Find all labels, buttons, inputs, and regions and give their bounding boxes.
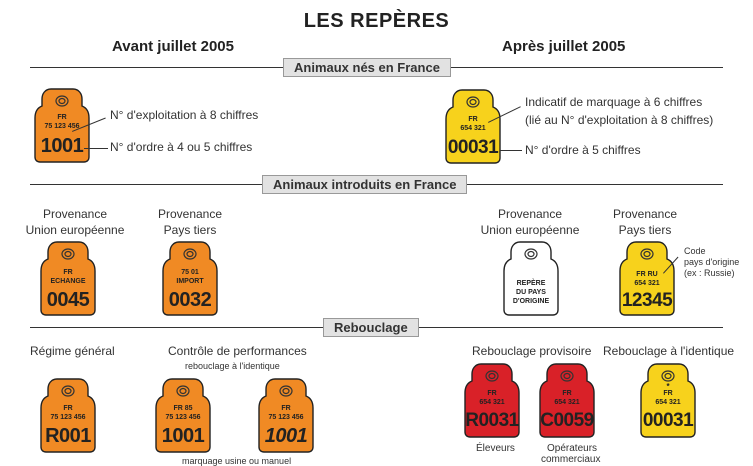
ear-tag-echange: FR ECHANGE 0045 bbox=[38, 240, 98, 318]
tag-number: 0045 bbox=[46, 289, 90, 311]
tag-line: 654 321 bbox=[479, 399, 505, 406]
label-line: Provenance bbox=[157, 207, 223, 221]
tag-number: C0059 bbox=[540, 410, 594, 431]
annotation-code: Code bbox=[684, 246, 706, 256]
label-eleveurs: Éleveurs bbox=[476, 443, 515, 454]
tag-line: 75 01 bbox=[181, 269, 199, 276]
tag-number: 00031 bbox=[447, 137, 499, 158]
tag-line: D'ORIGINE bbox=[512, 298, 550, 305]
ear-tag-right-nes: FR 654 321 00031 bbox=[443, 88, 503, 166]
tag-line: DU PAYS bbox=[516, 289, 546, 296]
page-title: LES REPÈRES bbox=[303, 10, 450, 32]
tag-line: FR 85 bbox=[173, 405, 193, 412]
label-regime: Régime général bbox=[30, 344, 115, 358]
tag-line: 654 321 bbox=[554, 399, 580, 406]
label-marquage: marquage usine ou manuel bbox=[182, 456, 292, 466]
annotation: N° d'ordre à 4 ou 5 chiffres bbox=[110, 140, 253, 154]
ear-tag-origine: REPÈRE DU PAYS D'ORIGINE bbox=[501, 240, 561, 318]
annotation: Indicatif de marquage à 6 chiffres bbox=[525, 95, 703, 109]
tag-line: 75 123 456 bbox=[268, 414, 304, 421]
annotation: N° d'exploitation à 8 chiffres bbox=[110, 108, 259, 122]
tag-line: ECHANGE bbox=[50, 278, 86, 285]
tag-line: FR bbox=[562, 390, 572, 397]
label-line: Pays tiers bbox=[618, 223, 672, 237]
tag-star: * bbox=[666, 382, 670, 391]
tag-number: 1001 bbox=[161, 425, 205, 447]
tag-line: FR bbox=[487, 390, 497, 397]
section-label-introduits: Animaux introduits en France bbox=[262, 175, 468, 194]
ear-tag-regime: FR 75 123 456 R001 bbox=[38, 377, 98, 455]
tag-line: FR bbox=[468, 116, 478, 123]
label-identique: Rebouclage à l'identique bbox=[603, 344, 735, 358]
tag-line: 654 321 bbox=[460, 125, 486, 132]
ear-tag-provisoire-operateurs: FR 654 321 C0059 bbox=[537, 362, 597, 440]
tag-line: FR bbox=[281, 405, 291, 412]
label-operateurs: Opérateurs bbox=[547, 443, 598, 454]
tag-line: FR bbox=[63, 405, 73, 412]
tag-number: 12345 bbox=[621, 290, 673, 311]
label-provisoire: Rebouclage provisoire bbox=[472, 344, 592, 358]
tag-line: 75 123 456 bbox=[50, 414, 86, 421]
tag-line: IMPORT bbox=[176, 278, 204, 285]
section-label-rebouclage: Rebouclage bbox=[323, 318, 419, 337]
tag-line: FR RU bbox=[636, 271, 658, 278]
ear-tag-identique: * FR 654 321 00031 bbox=[638, 362, 698, 440]
annotation-code: pays d'origine bbox=[684, 257, 740, 267]
tag-number: 0032 bbox=[168, 289, 212, 311]
ear-tag-controle-2: FR 75 123 456 1001 bbox=[256, 377, 316, 455]
tag-line: 75 123 456 bbox=[44, 123, 80, 130]
tag-line: 75 123 456 bbox=[165, 414, 201, 421]
tag-number: R001 bbox=[45, 425, 91, 447]
tag-line: 654 321 bbox=[655, 399, 681, 406]
ear-tag-provisoire-eleveurs: FR 654 321 R0031 bbox=[462, 362, 522, 440]
label-line: Union européenne bbox=[25, 223, 125, 237]
tag-line: FR bbox=[63, 269, 73, 276]
ear-tag-pays-tiers: FR RU 654 321 12345 bbox=[617, 240, 677, 318]
annotation: (lié au N° d'exploitation à 8 chiffres) bbox=[525, 113, 714, 127]
column-heading-after: Après juillet 2005 bbox=[502, 38, 626, 55]
label-line: Provenance bbox=[612, 207, 678, 221]
ear-tag-import: 75 01 IMPORT 0032 bbox=[160, 240, 220, 318]
section-label-nes: Animaux nés en France bbox=[283, 58, 451, 77]
leader-line bbox=[500, 150, 522, 151]
tag-line: 654 321 bbox=[634, 280, 660, 287]
label-line: Pays tiers bbox=[163, 223, 217, 237]
label-provenance-ue: Provenance Union européenne bbox=[20, 206, 130, 238]
label-operateurs: commerciaux bbox=[541, 454, 601, 465]
tag-line: REPÈRE bbox=[516, 280, 546, 287]
label-provenance-tiers-after: Provenance Pays tiers bbox=[590, 206, 700, 238]
column-heading-before: Avant juillet 2005 bbox=[112, 38, 234, 55]
label-line: Union européenne bbox=[480, 223, 580, 237]
tag-number: R0031 bbox=[465, 410, 519, 431]
label-line: Provenance bbox=[42, 207, 108, 221]
annotation-code: (ex : Russie) bbox=[684, 268, 735, 278]
label-controle-sub: rebouclage à l'identique bbox=[185, 361, 280, 371]
label-provenance-ue-after: Provenance Union européenne bbox=[475, 206, 585, 238]
tag-line: FR bbox=[57, 114, 67, 121]
tag-number: 00031 bbox=[642, 410, 694, 431]
ear-tag-controle-1: FR 85 75 123 456 1001 bbox=[153, 377, 213, 455]
leader-line bbox=[84, 148, 108, 149]
label-line: Provenance bbox=[497, 207, 563, 221]
tag-number: 1001 bbox=[264, 425, 308, 447]
ear-tag-left-nes: FR 75 123 456 1001 bbox=[32, 87, 92, 165]
tag-line: FR bbox=[663, 390, 673, 397]
label-provenance-tiers: Provenance Pays tiers bbox=[135, 206, 245, 238]
label-controle: Contrôle de performances bbox=[168, 344, 307, 358]
annotation: N° d'ordre à 5 chiffres bbox=[525, 143, 641, 157]
tag-number: 1001 bbox=[40, 135, 84, 157]
